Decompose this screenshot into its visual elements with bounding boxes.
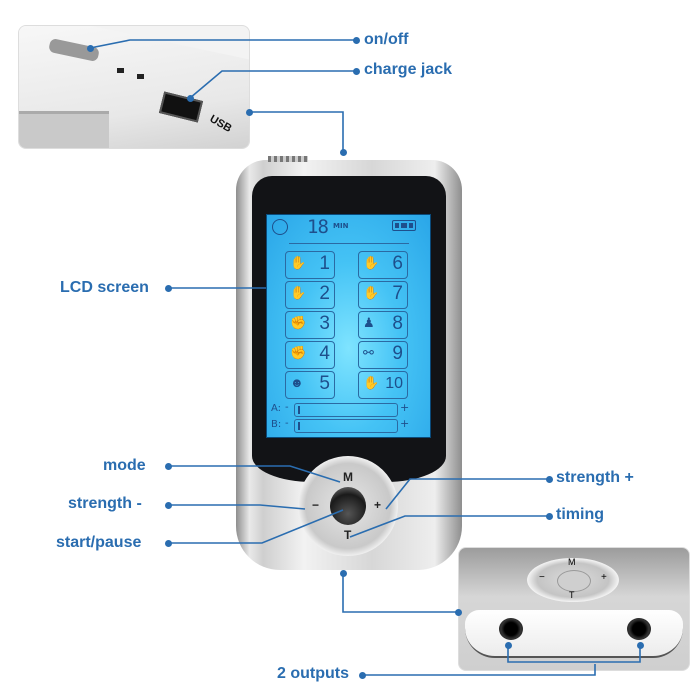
dot-jack-b	[637, 642, 644, 649]
mode-tile-3: ✊3	[285, 311, 335, 339]
dot-outputs	[359, 672, 366, 679]
dot-timing	[546, 513, 553, 520]
dot-strength-minus	[165, 502, 172, 509]
channel-b-plus: +	[400, 417, 410, 430]
control-dial: M − + T	[298, 456, 398, 556]
press-icon: ✋	[363, 285, 380, 300]
fist-icon: ✊	[290, 345, 307, 360]
output-jack-b[interactable]	[627, 618, 651, 640]
dot-charge-jack	[353, 68, 360, 75]
callout-strength-minus: strength -	[68, 495, 142, 512]
channel-b-minus: -	[285, 418, 289, 429]
channel-a-minus: -	[285, 402, 289, 413]
mode-tile-10: ✋10	[358, 371, 408, 399]
level-marker	[298, 406, 300, 414]
mode-tile-8: ♟8	[358, 311, 408, 339]
output-jack-a[interactable]	[499, 618, 523, 640]
mode-tile-7: ✋7	[358, 281, 408, 309]
top-grip	[268, 156, 308, 162]
top-edge-inset: USB	[18, 25, 250, 149]
clock-icon	[272, 219, 288, 235]
channel-b-intensity-bar	[294, 419, 398, 433]
screen-bezel: 18 MIN ✋1 ✋2 ✊3 ✊4 ☻5 ✋6 ✋7 ♟8 ⚯9 ✋10 A:…	[252, 176, 446, 482]
dot-charge-jack-target	[187, 95, 194, 102]
dot-mode	[165, 463, 172, 470]
mini-dpad: M + − T	[527, 557, 619, 602]
dot-start-pause	[165, 540, 172, 547]
timing-button[interactable]: T	[344, 528, 352, 542]
dot-on-off-target	[87, 45, 94, 52]
dot-lcd	[165, 285, 172, 292]
screen-corner	[19, 111, 109, 148]
channel-a-label: A:	[271, 403, 282, 414]
strength-plus-button[interactable]: +	[374, 498, 382, 512]
strength-minus-button[interactable]: −	[312, 498, 320, 512]
mode-tile-5: ☻5	[285, 371, 335, 399]
hands-icon: ✋	[290, 285, 307, 300]
channel-a-plus: +	[400, 401, 410, 414]
callout-charge-jack: charge jack	[364, 61, 453, 78]
callout-strength-plus: strength +	[556, 469, 634, 486]
indicator-hole	[137, 74, 144, 79]
lcd-screen: 18 MIN ✋1 ✋2 ✊3 ✊4 ☻5 ✋6 ✋7 ♟8 ⚯9 ✋10 A:…	[266, 214, 431, 438]
mode-tile-4: ✊4	[285, 341, 335, 369]
dot-on-off	[353, 37, 360, 44]
knead-icon: ✋	[363, 255, 380, 270]
mode-tile-6: ✋6	[358, 251, 408, 279]
callout-start-pause: start/pause	[56, 534, 142, 551]
feet-icon: ☻	[290, 375, 304, 390]
mode-tile-9: ⚯9	[358, 341, 408, 369]
channel-b-label: B:	[271, 419, 282, 430]
mini-label-plus: +	[601, 572, 607, 583]
dot-strength-plus	[546, 476, 553, 483]
callout-timing: timing	[556, 506, 604, 523]
mode-tile-1: ✋1	[285, 251, 335, 279]
timer-value: 18	[307, 216, 329, 238]
channel-a-intensity-bar	[294, 403, 398, 417]
header-rule	[289, 243, 409, 244]
mode-button[interactable]: M	[343, 470, 353, 484]
tens-device: 18 MIN ✋1 ✋2 ✊3 ✊4 ☻5 ✋6 ✋7 ♟8 ⚯9 ✋10 A:…	[236, 156, 462, 570]
callout-two-outputs: 2 outputs	[277, 665, 349, 682]
dot-top-device	[340, 149, 347, 156]
mini-label-m: M	[568, 557, 576, 567]
start-pause-button[interactable]	[330, 487, 366, 525]
battery-icon	[392, 220, 416, 231]
dot-bottom-inset	[455, 609, 462, 616]
bone-icon: ⚯	[363, 345, 374, 360]
callout-mode: mode	[103, 457, 146, 474]
dot-jack-a	[505, 642, 512, 649]
callout-lcd-screen: LCD screen	[60, 279, 149, 296]
dot-top-edge	[246, 109, 253, 116]
indicator-hole	[117, 68, 124, 73]
level-marker	[298, 422, 300, 430]
mini-label-t: T	[569, 590, 575, 600]
body-icon: ♟	[363, 315, 375, 330]
mode-tile-2: ✋2	[285, 281, 335, 309]
hand-icon: ✋	[290, 255, 307, 270]
massage-icon: ✊	[290, 315, 307, 330]
mini-center-button	[557, 570, 591, 592]
timer-unit: MIN	[333, 222, 349, 230]
mini-label-minus: −	[539, 572, 545, 583]
dot-bottom-device	[340, 570, 347, 577]
scrape-icon: ✋	[363, 375, 380, 390]
callout-on-off: on/off	[364, 31, 409, 48]
